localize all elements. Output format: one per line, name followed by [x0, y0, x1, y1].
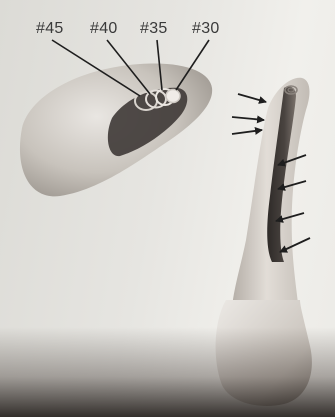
arrow-icon	[232, 130, 262, 134]
arrow-icon	[232, 117, 264, 120]
crown-cross-section	[20, 64, 212, 197]
arrow-icon	[238, 94, 266, 102]
tooth-longitudinal-section	[216, 78, 312, 406]
